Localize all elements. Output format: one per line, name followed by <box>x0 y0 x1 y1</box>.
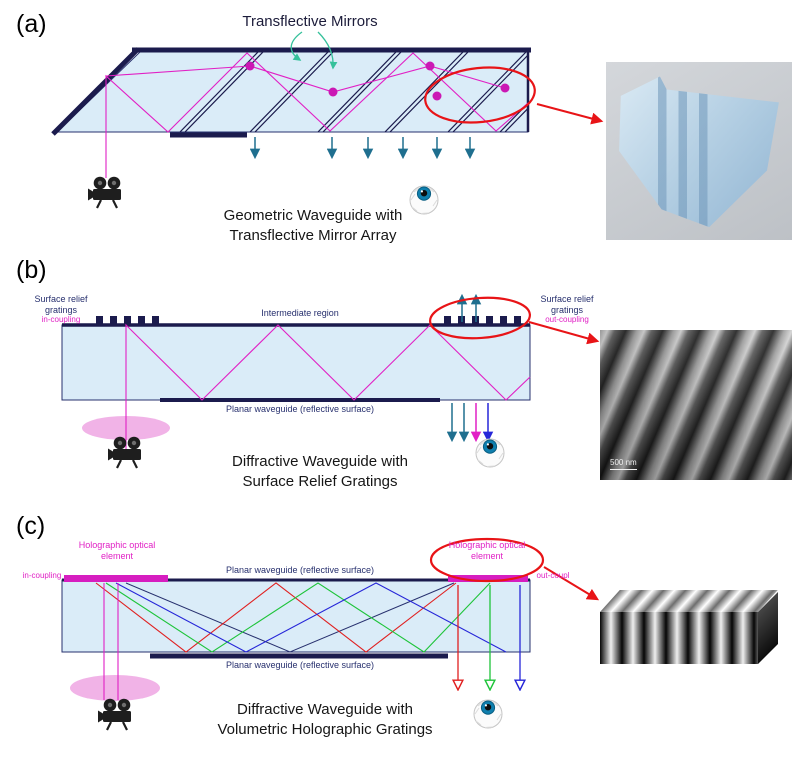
hologram-block-front-face <box>600 612 758 664</box>
waveguide-slab <box>61 324 531 401</box>
planar-waveguide-label: Planar waveguide (reflective surface) <box>225 404 375 414</box>
projector-icon <box>96 697 133 732</box>
caption-line: Diffractive Waveguide with <box>237 701 413 718</box>
highlight-ellipse <box>429 296 531 340</box>
out-coupling-label: out-coupl <box>536 571 570 580</box>
right-hoe-label: Holographic optical element <box>448 540 526 561</box>
callout-arrow <box>528 321 600 345</box>
ray-blue <box>115 582 507 653</box>
left-hoe-label: Holographic optical element <box>78 540 156 561</box>
panel-c-caption: Diffractive Waveguide with Volumetric Ho… <box>175 700 475 740</box>
incoupling-grating-teeth <box>96 316 159 325</box>
waveguide-slab <box>61 579 531 653</box>
waveguide-slab <box>55 51 529 133</box>
caption-line: Surface Relief Gratings <box>242 473 398 490</box>
eye-icon <box>473 699 503 729</box>
intermediate-region-label: Intermediate region <box>261 308 339 318</box>
panel-b-diagram <box>61 293 600 470</box>
caption-line: Volumetric Holographic Gratings <box>217 721 433 738</box>
light-rays-magenta <box>125 323 531 452</box>
caption-line: Geometric Waveguide with <box>223 207 403 224</box>
highlight-ellipse <box>429 537 545 583</box>
projector-icon <box>86 175 123 210</box>
out-coupling-label: out-coupling <box>545 315 589 324</box>
in-coupling-label: in-coupling <box>41 315 81 324</box>
sem-scale-bar: 500 nm <box>610 458 637 470</box>
mirror-hit-dots <box>245 61 510 101</box>
projector-icon <box>106 435 143 470</box>
panel-a-diagram <box>51 31 604 215</box>
panel-b-caption: Diffractive Waveguide with Surface Relie… <box>170 452 470 492</box>
right-grating-label: Surface relief gratings <box>540 294 594 315</box>
incoupling-beams <box>103 583 119 700</box>
panel-c-tag: (c) <box>16 512 46 540</box>
panel-a-tag: (a) <box>16 10 47 38</box>
outcoupled-arrows <box>446 403 494 443</box>
in-coupling-label: in-coupling <box>22 571 62 580</box>
eye-icon <box>475 438 505 468</box>
slab-left-edge <box>51 47 140 136</box>
outcoupled-rgb-arrows <box>458 585 520 688</box>
caption-line: Diffractive Waveguide with <box>232 453 408 470</box>
incoupling-hoe-bar <box>64 575 168 582</box>
hologram-block-top-face <box>600 590 778 612</box>
panel-a-caption: Geometric Waveguide with Transflective M… <box>163 206 463 246</box>
left-grating-label: Surface relief gratings <box>34 294 88 315</box>
label-pointer-curves <box>290 31 338 70</box>
outcoupling-hoe-bar <box>448 575 528 582</box>
projector-lens-ellipse <box>70 675 160 701</box>
callout-arrow <box>536 103 604 125</box>
sem-image: 500 nm <box>600 330 792 480</box>
panel-a-top-label: Transflective Mirrors <box>242 13 378 30</box>
top-planar-waveguide-label: Planar waveguide (reflective surface) <box>225 565 375 575</box>
waveguide-lens-image <box>619 76 779 228</box>
ray-navy <box>125 582 455 653</box>
caption-line: Transflective Mirror Array <box>229 227 397 244</box>
panel-b-tag: (b) <box>16 256 47 284</box>
waveguide-photo <box>606 62 792 240</box>
panel-c-diagram <box>61 537 600 732</box>
callout-arrow <box>543 566 600 601</box>
ray-red <box>95 582 457 653</box>
bottom-planar-waveguide-label: Planar waveguide (reflective surface) <box>225 660 375 670</box>
outcoupled-arrows <box>249 137 476 160</box>
ray-green <box>105 582 491 653</box>
highlight-ellipse <box>424 66 536 124</box>
